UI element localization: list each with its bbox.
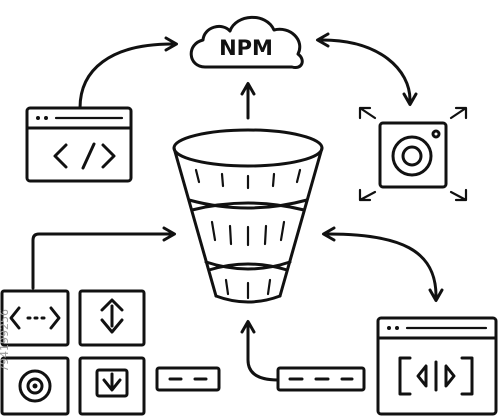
cloud-label: NPM <box>219 36 273 60</box>
code-tile-icon <box>0 289 70 347</box>
arrow-cloud-camera <box>316 32 418 106</box>
arrow-tiles-to-funnel <box>31 226 176 290</box>
cloud-icon: NPM <box>189 15 304 70</box>
funnel-icon <box>172 128 324 304</box>
arrow-bar-to-funnel <box>240 320 280 382</box>
arrow-funnel-browser <box>322 226 444 302</box>
arrow-code-to-cloud <box>78 36 178 110</box>
dash-bar-right <box>276 366 366 392</box>
watermark-id: 794199256 <box>0 309 11 372</box>
download-tile-icon <box>78 356 146 416</box>
code-window-icon <box>25 106 133 183</box>
sort-tile-icon <box>78 289 146 347</box>
dash-bar-middle <box>155 366 221 392</box>
camera-expand-icon <box>358 106 468 202</box>
target-tile-icon <box>0 356 70 416</box>
browser-window-icon <box>376 316 498 416</box>
